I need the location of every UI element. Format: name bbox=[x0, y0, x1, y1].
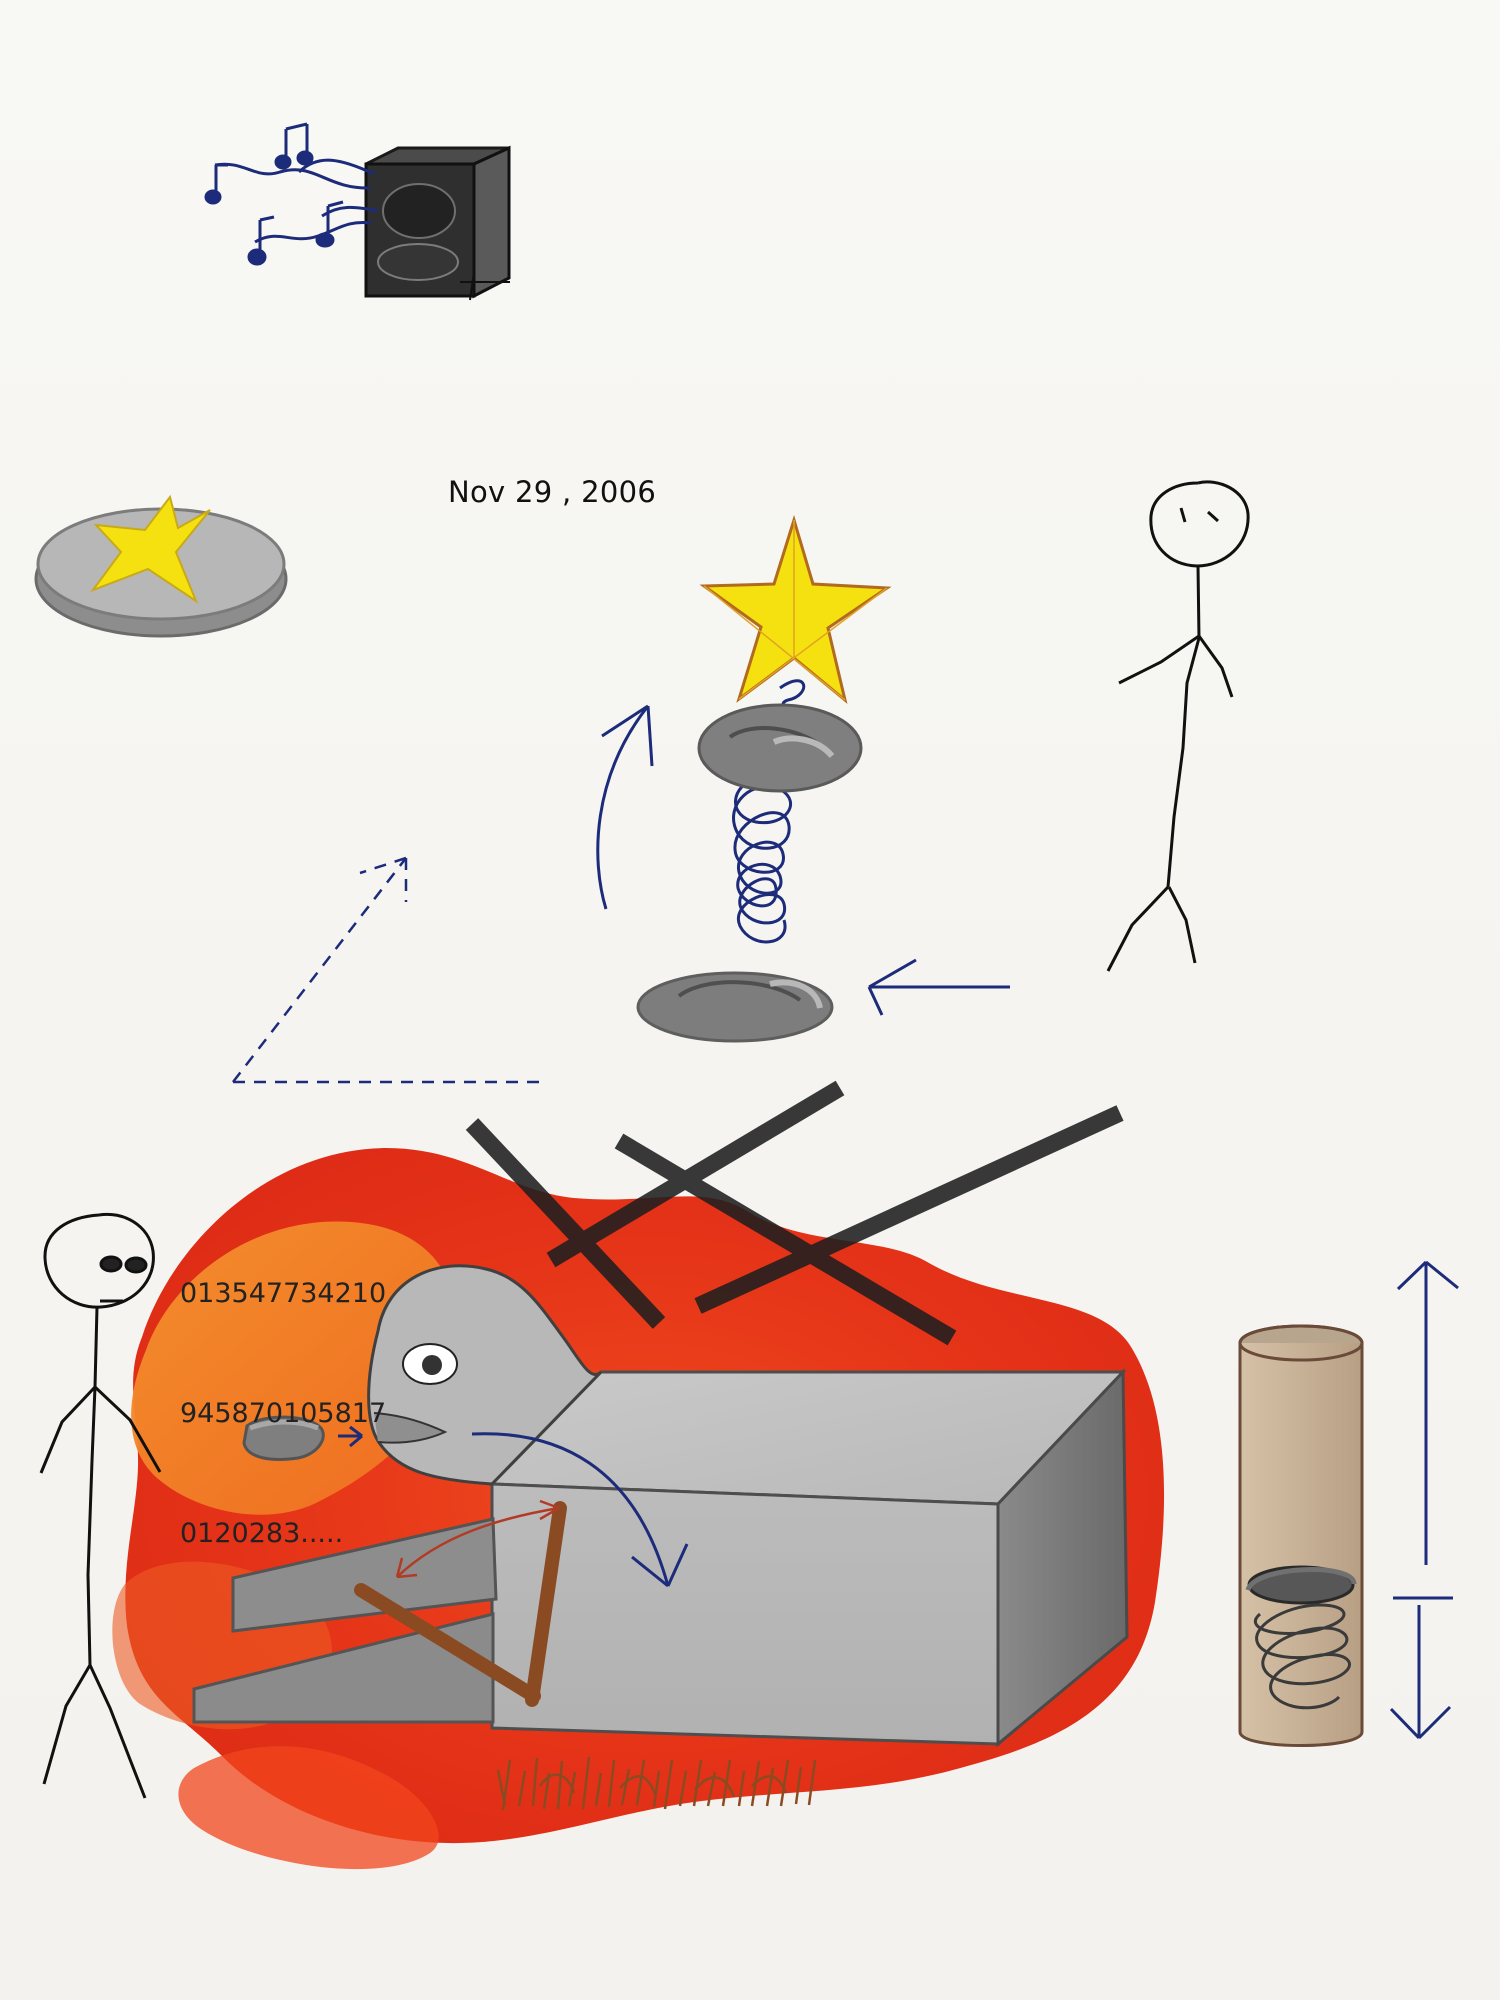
grass-icon bbox=[496, 1756, 817, 1811]
stone-icon bbox=[242, 1415, 363, 1461]
arrow-icon bbox=[1389, 1260, 1459, 1740]
number-line: 0120283..... bbox=[180, 1518, 344, 1549]
star-medallion-icon bbox=[34, 494, 288, 638]
crossed-bars-icon bbox=[465, 1080, 1124, 1346]
stone-icon bbox=[636, 971, 834, 1043]
tube-container-icon bbox=[1238, 1324, 1364, 1747]
star-icon bbox=[699, 514, 892, 704]
lever-icon bbox=[354, 1499, 567, 1707]
machine-block-icon bbox=[192, 1368, 1129, 1748]
stone-icon bbox=[697, 703, 863, 793]
music-notes-icon bbox=[204, 122, 379, 266]
number-line: 013547734210 bbox=[180, 1278, 387, 1309]
face-icon bbox=[367, 1264, 603, 1486]
arrow-icon bbox=[596, 704, 1010, 1016]
stick-figure-icon bbox=[39, 1212, 162, 1799]
stick-figure-icon bbox=[1106, 480, 1250, 972]
speaker-icon bbox=[364, 145, 511, 301]
number-sequence: 013547734210 945870105817 0120283..... bbox=[180, 1194, 386, 1634]
date-label: Nov 29 , 2006 bbox=[448, 475, 657, 509]
arrow-icon bbox=[232, 856, 547, 1084]
number-line: 945870105817 bbox=[180, 1398, 387, 1429]
arrow-icon bbox=[471, 1432, 689, 1588]
